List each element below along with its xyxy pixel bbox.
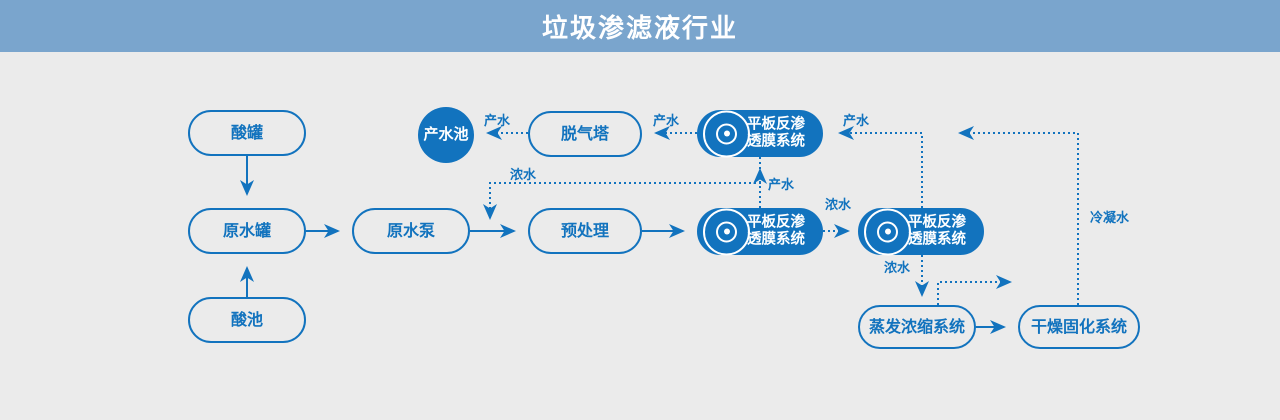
edge-label-concentrate-3: 浓水 [884,261,911,276]
node-drying-system[interactable]: 干燥固化系统 [1018,305,1140,349]
ro-membrane-icon [703,208,750,255]
edge-drying-condensate-to-ro1 [958,126,1079,305]
node-label: 平板反渗透膜系统 [908,214,966,248]
node-label: 平板反渗透膜系统 [747,116,805,150]
node-degassing-tower[interactable]: 脱气塔 [528,111,642,157]
edge-ro3-to-ro1 [838,126,923,208]
node-label: 酸池 [230,309,263,329]
ro-membrane-icon [703,110,750,157]
node-ro-membrane-1[interactable]: 平板反渗透膜系统 [697,110,823,157]
node-evaporation-system[interactable]: 蒸发浓缩系统 [858,305,976,349]
edge-evaporation-dotted-to-drying [937,275,1012,305]
node-ro-membrane-3[interactable]: 平板反渗透膜系统 [858,208,984,255]
node-label: 脱气塔 [560,123,609,143]
node-label: 原水泵 [386,220,435,240]
page-title: 垃圾渗滤液行业 [541,13,738,44]
node-label: 平板反渗透膜系统 [747,214,805,248]
page-header: 垃圾渗滤液行业 [0,0,1280,52]
ro-membrane-icon [864,208,911,255]
node-label: 原水罐 [222,220,271,240]
edge-label-product-water-2: 产水 [653,114,680,129]
node-ro-membrane-2[interactable]: 平板反渗透膜系统 [697,208,823,255]
edge-label-product-water-1: 产水 [484,114,511,129]
node-raw-water-tank[interactable]: 原水罐 [188,208,306,254]
edge-label-concentrate-2: 浓水 [825,198,852,213]
node-acid-pool[interactable]: 酸池 [188,297,306,343]
node-label: 预处理 [560,220,609,240]
node-label: 酸罐 [230,122,263,142]
flowchart-canvas: 酸罐 原水罐 酸池 原水泵 预处理 脱气塔 产水池 平板反渗透膜系统 平板反渗透… [0,52,1280,420]
edge-ro1-concentrate-to-pretreatment [483,157,761,220]
node-label: 蒸发浓缩系统 [868,316,965,336]
node-raw-water-pump[interactable]: 原水泵 [352,208,470,254]
edge-label-product-water-4: 产水 [768,178,795,193]
node-product-water-pool[interactable]: 产水池 [418,107,474,163]
flow-connectors [240,126,1079,334]
edge-label-concentrate-1: 浓水 [510,168,537,183]
node-acid-tank[interactable]: 酸罐 [188,110,306,156]
node-label: 产水池 [423,125,469,144]
edge-label-product-water-3: 产水 [843,114,870,129]
node-label: 干燥固化系统 [1030,316,1127,336]
node-pretreatment[interactable]: 预处理 [528,208,642,254]
edge-label-condensate: 冷凝水 [1090,211,1130,226]
